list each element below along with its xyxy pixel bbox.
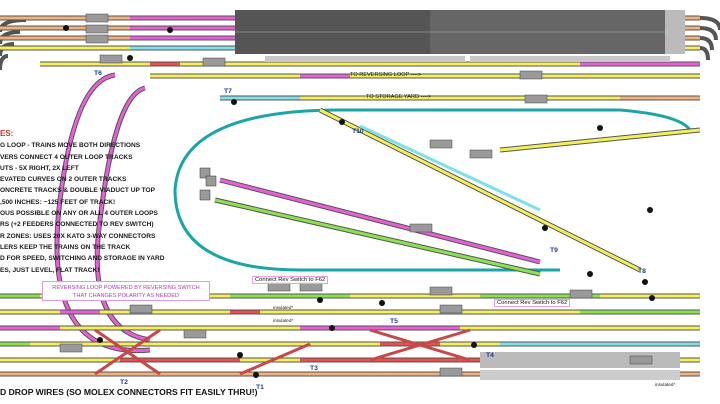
note-line: ES, JUST LEVEL, FLAT TRACK! bbox=[0, 266, 100, 274]
note-line: VERS CONNECT 4 OUTER LOOP TRACKS bbox=[0, 153, 133, 161]
note-line: OUS POSSIBLE ON ANY OR ALL 4 OUTER LOOPS bbox=[0, 210, 158, 218]
layout-notes: ES: G LOOP - TRAINS MOVE BOTH DIRECTIONS… bbox=[0, 128, 170, 276]
bottom-segment-colors bbox=[0, 294, 700, 376]
turnout-label-t3: T3 bbox=[310, 365, 318, 372]
footer-note: D DROP WIRES (SO MOLEX CONNECTORS FIT EA… bbox=[0, 387, 258, 397]
note-line: R ZONES: USES 20X KATO 3-WAY CONNECTORS bbox=[0, 232, 156, 240]
notes-heading: ES: bbox=[0, 129, 14, 138]
turnout-label-t4: T4 bbox=[486, 352, 494, 359]
track-bumpers bbox=[199, 167, 217, 201]
turnout-label-t2: T2 bbox=[120, 379, 128, 386]
turnout-label-t10: T10 bbox=[352, 128, 364, 135]
connect-rev-switch-label-1: Connect Rev Switch to F62 bbox=[252, 276, 329, 284]
turnout-blocks bbox=[59, 13, 653, 377]
inner-loop bbox=[173, 108, 692, 272]
callout-line-2: THAT CHANGES POLARITY AS NEEDED bbox=[73, 293, 179, 299]
turnout-label-t9: T9 bbox=[550, 247, 558, 254]
insulated-label-2: insulated* bbox=[273, 318, 294, 323]
note-line: UTS - 5X RIGHT, 2X LEFT bbox=[0, 164, 79, 172]
turnout-label-t1: T1 bbox=[256, 384, 264, 391]
note-line: EVATED CURVES ON 2 OUTER TRACKS bbox=[0, 176, 127, 184]
note-line: D FOR SPEED, SWITCHING AND STORAGE IN YA… bbox=[0, 255, 165, 263]
note-line: LERS KEEP THE TRAINS ON THE TRACK bbox=[0, 243, 131, 251]
insulated-label-1: insulated* bbox=[273, 305, 294, 310]
turnout-label-t7: T7 bbox=[224, 88, 232, 95]
callout-line-1: REVERSING LOOP POWERED BY REVERSING SWIT… bbox=[52, 285, 200, 291]
turnout-label-t6: T6 bbox=[94, 70, 102, 77]
bottom-crossovers bbox=[94, 328, 471, 376]
outer-curves-right bbox=[699, 16, 720, 61]
top-sidings bbox=[265, 56, 670, 62]
reversing-loop-callout: REVERSING LOOP POWERED BY REVERSING SWIT… bbox=[42, 281, 210, 301]
note-line: ONCRETE TRACKS & DOUBLE VIADUCT UP TOP bbox=[0, 187, 156, 195]
insulated-label-3: insulated* bbox=[655, 382, 676, 387]
diagonal-yard-tracks bbox=[214, 107, 701, 277]
to-storage-yard-label: TO STORAGE YARD ----> bbox=[366, 94, 432, 100]
turnout-label-t5: T5 bbox=[390, 318, 398, 325]
turnout-label-t8: T8 bbox=[638, 268, 646, 275]
to-reversing-loop-label: TO REVERSING LOOP ----> bbox=[350, 72, 422, 78]
note-line: ,500 INCHES: ~125 FEET OF TRACK! bbox=[0, 198, 116, 206]
feeder-dots bbox=[63, 25, 655, 378]
connect-rev-switch-label-2: Connect Rev Switch to F62 bbox=[494, 299, 571, 307]
note-line: RS (+2 FEEDERS CONNECTED TO REV SWITCH) bbox=[0, 221, 154, 229]
viaduct-platform bbox=[235, 10, 685, 54]
note-line: G LOOP - TRAINS MOVE BOTH DIRECTIONS bbox=[0, 142, 141, 150]
